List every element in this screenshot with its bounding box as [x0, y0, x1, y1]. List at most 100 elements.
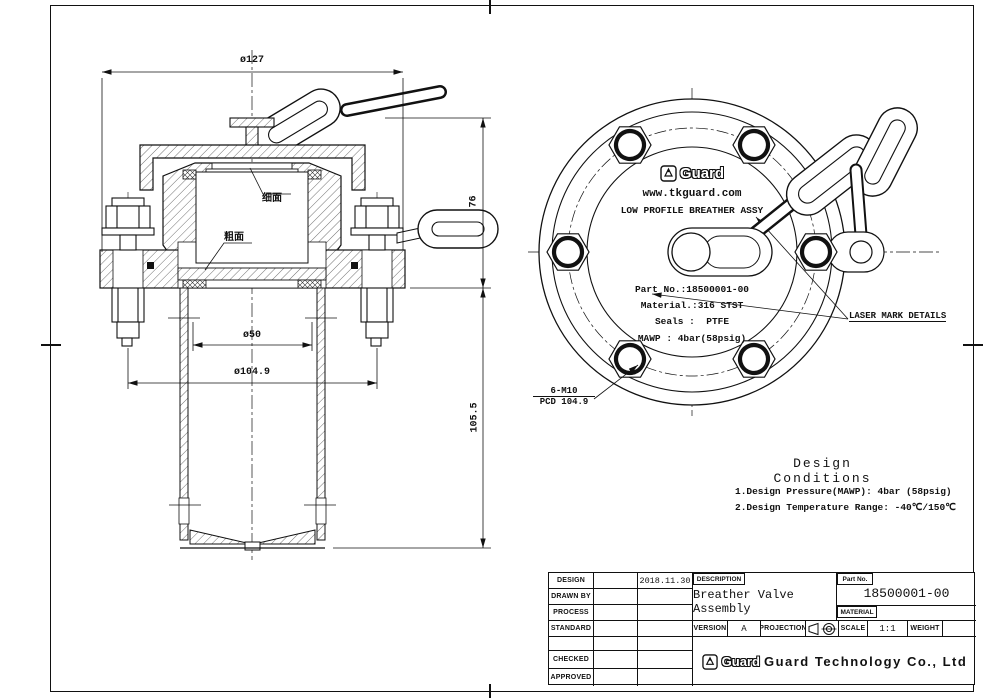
- titleblock-standard-date: [638, 621, 693, 637]
- oring-right: [307, 169, 322, 180]
- laser-leader-1: [651, 292, 849, 320]
- titleblock-drawnby-date: [638, 589, 693, 605]
- titleblock-checked-date: [638, 651, 693, 669]
- lifting-hook-bar: [229, 117, 275, 128]
- bolt-spec-leader: [593, 364, 639, 400]
- gasket-left: [182, 279, 207, 289]
- label-fine-surface: 细面: [262, 194, 282, 205]
- clamp-bolt-right: [350, 197, 404, 347]
- front-chain: [255, 85, 447, 156]
- version-value: A: [728, 621, 761, 637]
- version-label: VERSION: [693, 621, 728, 637]
- part-no-cell: 18500001-00: [837, 573, 976, 606]
- titleblock-checked-sign: [594, 651, 638, 669]
- guard-logo-text: Guard: [679, 165, 725, 182]
- oring-dot-right: [351, 262, 358, 269]
- company-name: Guard Technology Co., Ltd: [763, 654, 968, 669]
- dim-bore-diameter: ø50: [242, 330, 261, 341]
- laser-material-text: Material.:316 STST: [640, 300, 744, 311]
- chain-anchor-hole: [849, 240, 873, 264]
- laser-mark-note: LASER MARK DETAILS: [849, 311, 947, 322]
- titleblock-approved-label: APPROVED: [549, 669, 594, 686]
- company-logo-text: Guard: [721, 654, 760, 669]
- center-tick-right: [963, 344, 983, 346]
- website-text: www.tkguard.com: [642, 188, 742, 200]
- material-tag: MATERIAL: [837, 606, 877, 618]
- design-condition-item-2: 2.Design Temperature Range: -40℃/150℃: [735, 502, 956, 513]
- dimension-lines: [101, 69, 491, 549]
- product-name-text: LOW PROFILE BREATHER ASSY: [620, 205, 764, 216]
- pot-bottom-plate: [177, 267, 327, 281]
- material-cell: [837, 606, 976, 621]
- flange-bolt-hole-left: [112, 249, 144, 289]
- projection-symbol: [808, 622, 836, 635]
- gasket-right: [297, 279, 322, 289]
- part-no-tag: Part No.: [837, 573, 873, 585]
- titleblock-design-date: 2018.11.30: [638, 573, 693, 589]
- titleblock-process-date: [638, 605, 693, 621]
- bolt-spec-line1: 6-M10: [533, 386, 595, 397]
- titleblock-standard-sign: [594, 621, 638, 637]
- bolt-spec-line2: PCD 104.9: [539, 397, 589, 407]
- titleblock-process-sign: [594, 605, 638, 621]
- tube-slot-left: [178, 497, 190, 525]
- tube-wall-right: [316, 287, 326, 541]
- leader-fine-surface: [249, 167, 291, 195]
- center-tick-bottom: [489, 684, 491, 698]
- drawing-frame: [50, 5, 974, 692]
- description-cell: Breather Valve Assembly: [693, 573, 837, 621]
- bottom-funnel-right: [253, 529, 316, 545]
- clamp-bolt-left: [101, 197, 155, 347]
- design-condition-item-1: 1.Design Pressure(MAWP): 4bar (58psig): [735, 486, 952, 497]
- diaphragm-plate-1: [211, 162, 293, 170]
- dim-body-height: 105.5: [469, 402, 481, 433]
- lifting-hook-stem: [245, 126, 259, 147]
- titleblock-blank-date: [638, 637, 693, 651]
- tube-slot-right: [315, 497, 327, 525]
- laser-leader-2: [755, 216, 849, 320]
- scale-label: SCALE: [839, 621, 868, 637]
- company-cell: Guard Guard Technology Co., Ltd: [693, 637, 976, 686]
- titleblock-checked-label: CHECKED: [549, 651, 594, 669]
- scale-value: 1:1: [868, 621, 908, 637]
- dim-pcd-diameter: ø104.9: [233, 367, 270, 378]
- guard-logo: Guard: [632, 165, 752, 182]
- flange-bolt-hole-right: [361, 249, 393, 289]
- bottom-funnel-left: [189, 529, 252, 545]
- titleblock-design-sign: [594, 573, 638, 589]
- titleblock-approved-sign: [594, 669, 638, 686]
- front-section-view: [99, 50, 499, 560]
- weather-cap-section: [139, 144, 366, 191]
- dim-flange-diameter: ø127: [239, 55, 264, 66]
- description-tag: DESCRIPTION: [693, 573, 745, 585]
- label-coarse-surface: 粗面: [224, 233, 244, 244]
- center-tick-left: [41, 344, 61, 346]
- guard-logo-icon: [660, 165, 677, 182]
- part-no-text: 18500001-00: [863, 585, 950, 601]
- company-logo-icon: [701, 653, 718, 670]
- projection-label: PROJECTION: [761, 621, 806, 637]
- titleblock-design-label: DESIGN: [549, 573, 594, 589]
- titleblock-approved-date: [638, 669, 693, 686]
- oring-left: [182, 169, 197, 180]
- chain-end-link-hole: [431, 221, 485, 237]
- projection-symbol-cell: [806, 621, 839, 637]
- title-block: DESIGN 2018.11.30 DRAWN BY PROCESS STAND…: [548, 572, 976, 686]
- titleblock-drawnby-label: DRAWN BY: [549, 589, 594, 605]
- bolt-spec-callout: 6-M10 PCD 104.9: [533, 386, 595, 407]
- titleblock-blank-sign: [594, 637, 638, 651]
- leader-coarse-surface: [204, 242, 252, 271]
- weight-value: [943, 621, 976, 637]
- laser-seals-text: Seals : PTFE: [654, 316, 730, 327]
- description-text: Breather Valve Assembly: [693, 587, 794, 616]
- titleblock-process-label: PROCESS: [549, 605, 594, 621]
- weight-label: WEIGHT: [908, 621, 943, 637]
- center-tick-top: [489, 0, 491, 14]
- titleblock-standard-label: STANDARD: [549, 621, 594, 637]
- laser-mawp-text: MAWP : 4bar(58psig): [637, 333, 747, 344]
- titleblock-drawnby-sign: [594, 589, 638, 605]
- oring-dot-left: [147, 262, 154, 269]
- laser-part-no-text: Part No.:18500001-00: [634, 284, 750, 295]
- bottom-plug: [244, 541, 261, 551]
